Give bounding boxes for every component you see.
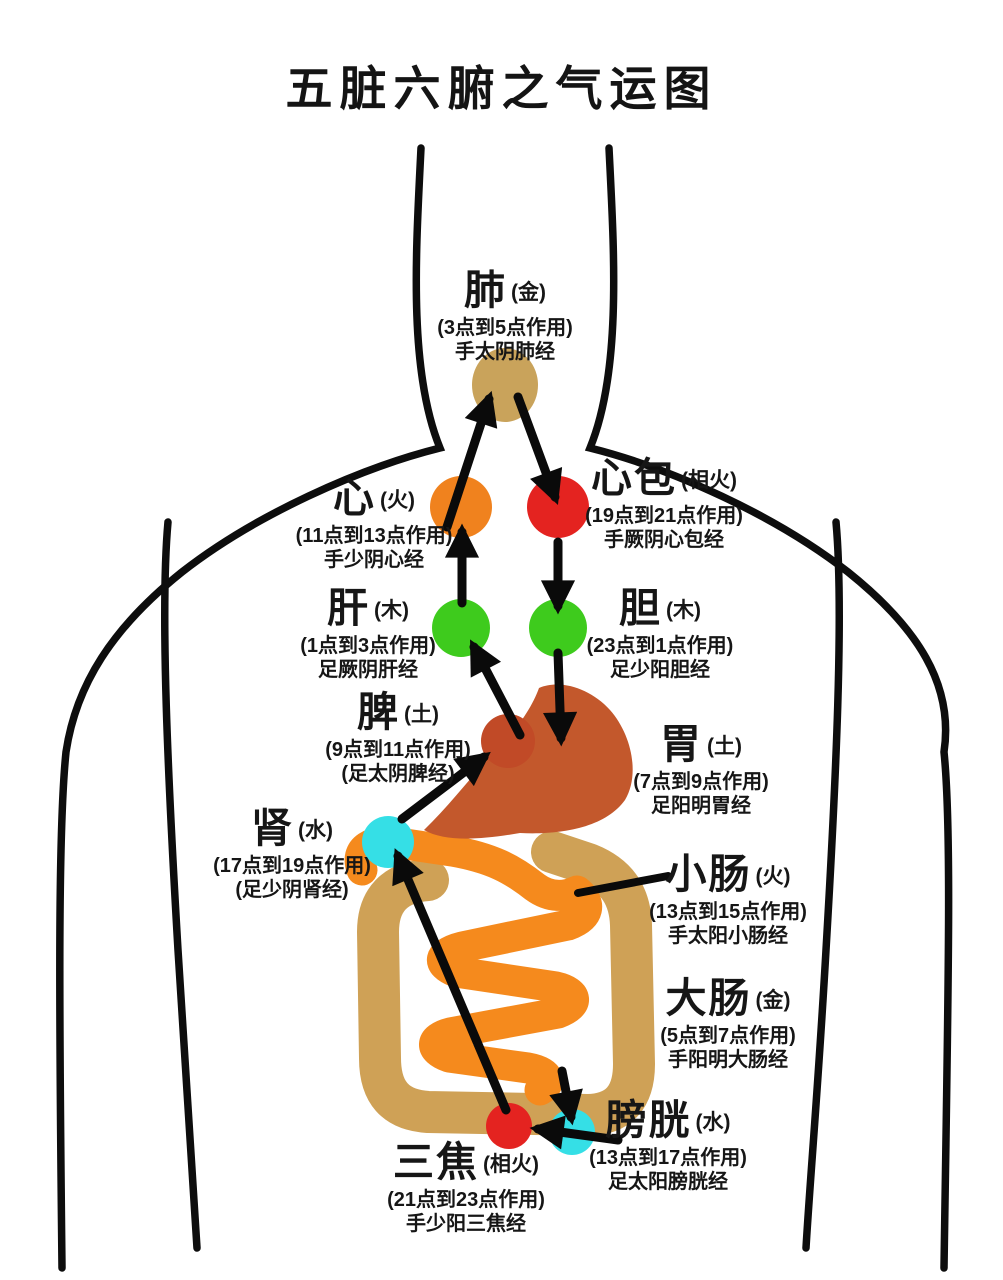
body-outline-right	[584, 144, 953, 1272]
organ-name: 小肠	[665, 851, 752, 897]
organ-element: (木)	[665, 599, 701, 622]
organ-meridian: 足少阳胆经	[609, 659, 710, 681]
arrow-heart-to-lung	[442, 390, 498, 532]
arrow-bladder-to-sanjiao	[529, 1115, 623, 1150]
label-large-intestine: 大肠(金) (5点到7点作用)手阳明大肠经	[660, 978, 796, 1072]
organ-meridian: 手太阴肺经	[454, 341, 555, 363]
organ-name: 胃	[659, 721, 703, 767]
arrow-large-intestine-to-bladder	[549, 1066, 583, 1126]
organ-time: (11点到13点作用)	[295, 525, 453, 547]
organ-time: (7点到9点作用)	[633, 771, 769, 793]
organ-name-row: 脾(土)	[325, 692, 471, 733]
organ-meridian: 手少阴心经	[324, 549, 424, 571]
organ-name: 心	[333, 475, 376, 521]
label-stomach: 胃(土) (7点到9点作用)足阳明胃经	[633, 724, 769, 818]
organ-meridian: 手厥阴心包经	[604, 529, 724, 551]
page-title: 五脏六腑之气运图	[285, 62, 718, 115]
organ-name: 肝	[326, 585, 370, 631]
organ-time: (17点到19点作用)	[213, 855, 371, 877]
organ-element: (火)	[380, 489, 415, 512]
organ-time: (1点到3点作用)	[300, 635, 436, 657]
organ-time: (19点到21点作用)	[585, 505, 743, 527]
qi-flow-arrows	[392, 390, 623, 1150]
arrow-gallbladder-to-stomach	[543, 648, 578, 747]
label-gallbladder: 胆(木) (23点到1点作用)足少阳胆经	[587, 588, 734, 682]
organ-name-row: 心(火)	[296, 478, 453, 519]
organ-time: (21点到23点作用)	[387, 1189, 545, 1211]
organ-element: (金)	[510, 281, 546, 304]
organ-name: 肺	[463, 267, 507, 313]
pericardium-dot	[527, 476, 589, 538]
organ-meridian: 手少阳三焦经	[406, 1213, 526, 1235]
label-kidney: 肾(水) (17点到19点作用)(足少阴肾经)	[213, 808, 371, 902]
organ-name-row: 三焦(相火)	[387, 1142, 545, 1183]
organ-element: (火)	[755, 865, 791, 888]
label-heart: 心(火) (11点到13点作用)手少阴心经	[296, 478, 453, 572]
large-intestine-shape	[357, 831, 655, 1136]
arrow-kidney-to-spleen	[397, 751, 491, 824]
organ-time: (13点到17点作用)	[589, 1147, 747, 1169]
arrow-spleen-to-liver	[469, 639, 525, 740]
organ-time: (9点到11点作用)	[325, 739, 471, 761]
organ-element: (金)	[755, 989, 791, 1012]
organ-meridian: 足阳明胃经	[650, 795, 751, 817]
liver-dot	[432, 599, 490, 657]
organ-element: (土)	[404, 703, 439, 726]
organ-name-row: 心包(相火)	[585, 458, 743, 499]
label-bladder: 膀胱(水) (13点到17点作用)足太阳膀胱经	[589, 1100, 747, 1194]
right-arm-inner-line	[802, 518, 844, 1252]
organ-name-row: 肝(木)	[300, 588, 436, 629]
organ-name-row: 大肠(金)	[660, 978, 796, 1019]
organ-element: (土)	[706, 735, 742, 758]
organ-meridian: (足少阴肾经)	[235, 879, 349, 901]
small-intestine-shape	[344, 826, 603, 1106]
body-outline-left	[56, 144, 446, 1272]
organ-name: 三焦	[393, 1139, 479, 1185]
label-pericardium: 心包(相火) (19点到21点作用)手厥阴心包经	[585, 458, 743, 552]
organ-element: (水)	[695, 1111, 731, 1134]
label-lung: 肺(金) (3点到5点作用)手太阴肺经	[437, 270, 573, 364]
organ-name: 脾	[357, 689, 400, 735]
organ-name: 肾	[251, 805, 294, 851]
organ-name-row: 小肠(火)	[649, 854, 807, 895]
organ-meridian: 足太阳膀胱经	[608, 1171, 728, 1193]
organ-element: (相火)	[681, 469, 737, 492]
organ-time: (23点到1点作用)	[586, 635, 734, 657]
sanjiao-dot	[486, 1103, 532, 1149]
arrow-lung-to-pericardium	[513, 392, 563, 506]
left-arm-inner-line	[160, 518, 201, 1252]
stomach-shape	[424, 684, 633, 839]
organ-element: (水)	[298, 819, 333, 842]
organ-name: 大肠	[665, 975, 752, 1021]
organ-name-row: 膀胱(水)	[589, 1100, 747, 1141]
label-liver: 肝(木) (1点到3点作用)足厥阴肝经	[300, 588, 436, 682]
organ-meridian: 手阳明大肠经	[667, 1049, 788, 1071]
organ-name-row: 肾(水)	[213, 808, 371, 849]
organ-time: (13点到15点作用)	[649, 901, 807, 923]
label-sanjiao: 三焦(相火) (21点到23点作用)手少阳三焦经	[387, 1142, 545, 1236]
label-small-intestine: 小肠(火) (13点到15点作用)手太阳小肠经	[649, 854, 807, 948]
organ-meridian: (足太阴脾经)	[341, 763, 455, 785]
body-outline	[56, 144, 953, 1272]
organ-meridian: 手太阳小肠经	[668, 925, 788, 947]
organ-name-row: 肺(金)	[437, 270, 573, 311]
arrow-sanjiao-to-kidney	[392, 848, 511, 1115]
organ-name: 心包	[591, 455, 677, 501]
organ-time: (3点到5点作用)	[437, 317, 573, 339]
organ-name-row: 胃(土)	[633, 724, 769, 765]
organ-meridian: 足厥阴肝经	[317, 659, 418, 681]
organ-element: (木)	[373, 599, 409, 622]
spleen-dot	[481, 714, 535, 768]
organ-name: 膀胱	[605, 1097, 692, 1143]
organ-time: (5点到7点作用)	[660, 1025, 796, 1047]
label-spleen: 脾(土) (9点到11点作用)(足太阴脾经)	[325, 692, 471, 786]
organ-name-row: 胆(木)	[587, 588, 734, 629]
small-intestine-pointer-line	[574, 872, 672, 897]
organ-element: (相火)	[483, 1153, 539, 1176]
organ-name: 胆	[618, 585, 662, 631]
